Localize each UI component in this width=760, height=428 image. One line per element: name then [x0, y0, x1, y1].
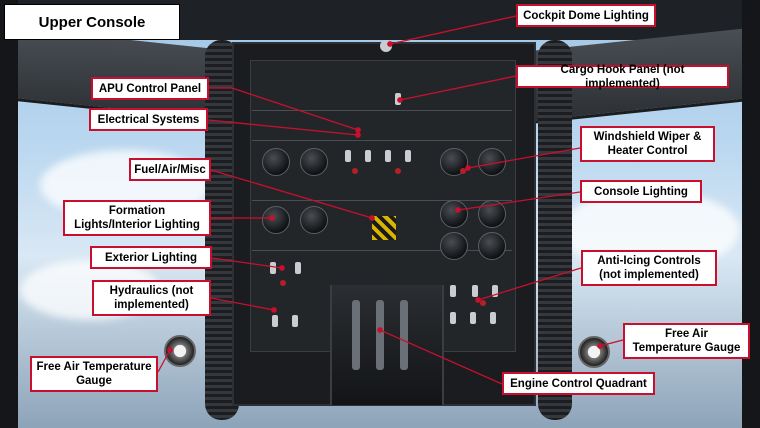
guarded-button[interactable]	[480, 300, 486, 306]
callout-exterior-lighting: Exterior Lighting	[90, 246, 212, 269]
toggle-switch[interactable]	[295, 262, 301, 274]
toggle-switch[interactable]	[272, 315, 278, 327]
panel-divider	[252, 250, 512, 251]
toggle-switch[interactable]	[270, 262, 276, 274]
rotary-knob[interactable]	[262, 206, 290, 234]
rotary-knob[interactable]	[300, 148, 328, 176]
callout-apu-control-panel: APU Control Panel	[91, 77, 209, 100]
rotary-knob[interactable]	[262, 148, 290, 176]
callout-anti-icing-controls: Anti-Icing Controls (not implemented)	[581, 250, 717, 286]
rotary-knob[interactable]	[440, 200, 468, 228]
toggle-switch[interactable]	[292, 315, 298, 327]
guarded-button[interactable]	[395, 168, 401, 174]
callout-hydraulics: Hydraulics (not implemented)	[92, 280, 211, 316]
toggle-switch[interactable]	[345, 150, 351, 162]
toggle-switch[interactable]	[385, 150, 391, 162]
guarded-button[interactable]	[280, 280, 286, 286]
cockpit-frame-right	[742, 0, 760, 428]
callout-fuel-air-misc: Fuel/Air/Misc	[129, 158, 211, 181]
toggle-switch[interactable]	[365, 150, 371, 162]
engine-control-quadrant-body	[330, 285, 444, 405]
power-lever[interactable]	[376, 300, 384, 370]
callout-formation-interior-lighting: Formation Lights/Interior Lighting	[63, 200, 211, 236]
free-air-temperature-gauge-left	[164, 335, 196, 367]
panel-divider	[252, 110, 512, 111]
callout-console-lighting: Console Lighting	[580, 180, 702, 203]
panel-divider	[252, 200, 512, 201]
window-pillar-right	[538, 40, 572, 420]
callout-free-air-temperature-gauge-right: Free Air Temperature Gauge	[623, 323, 750, 359]
callout-free-air-temperature-gauge-left: Free Air Temperature Gauge	[30, 356, 158, 392]
callout-cargo-hook-panel: Cargo Hook Panel (not implemented)	[516, 64, 729, 90]
page-title: Upper Console	[4, 4, 180, 40]
callout-windshield-wiper-heater: Windshield Wiper & Heater Control	[580, 126, 715, 162]
toggle-switch[interactable]	[490, 312, 496, 324]
toggle-switch[interactable]	[492, 285, 498, 297]
fire-handle-hazard-stripes[interactable]	[372, 216, 396, 240]
cockpit-frame-left	[0, 0, 18, 428]
power-lever[interactable]	[352, 300, 360, 370]
toggle-switch[interactable]	[470, 312, 476, 324]
guarded-button[interactable]	[352, 168, 358, 174]
toggle-switch[interactable]	[405, 150, 411, 162]
rotary-knob[interactable]	[478, 148, 506, 176]
toggle-switch[interactable]	[450, 285, 456, 297]
toggle-switch[interactable]	[472, 285, 478, 297]
rotary-knob[interactable]	[440, 232, 468, 260]
rotary-knob[interactable]	[300, 206, 328, 234]
callout-cockpit-dome-lighting: Cockpit Dome Lighting	[516, 4, 656, 27]
toggle-switch[interactable]	[450, 312, 456, 324]
callout-electrical-systems: Electrical Systems	[89, 108, 208, 131]
rotary-knob[interactable]	[478, 232, 506, 260]
guarded-button[interactable]	[460, 168, 466, 174]
rotary-knob[interactable]	[478, 200, 506, 228]
panel-divider	[252, 140, 512, 141]
free-air-temperature-gauge-right	[578, 336, 610, 368]
toggle-switch[interactable]	[395, 93, 401, 105]
dome-light-switch[interactable]	[380, 40, 392, 52]
power-lever[interactable]	[400, 300, 408, 370]
callout-engine-control-quadrant: Engine Control Quadrant	[502, 372, 655, 395]
